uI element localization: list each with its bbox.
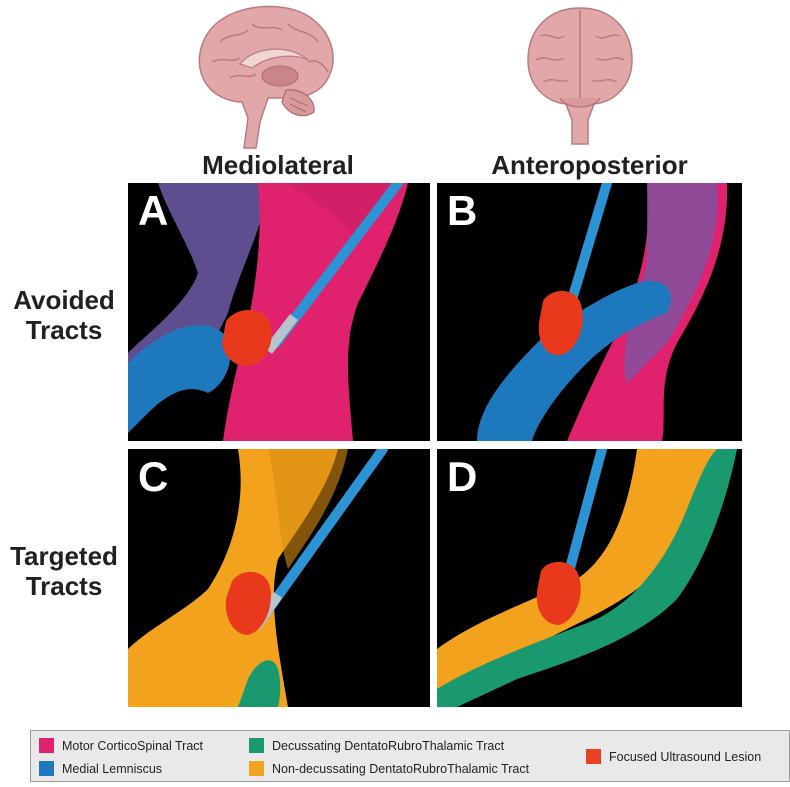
legend: Motor CorticoSpinal Tract Medial Lemnisc… [30,730,790,782]
panel-a: A [128,183,430,441]
panel-letter-a: A [138,187,169,234]
legend-label: Motor CorticoSpinal Tract [62,738,204,753]
legend-item-motor-corticospinal: Motor CorticoSpinal Tract [39,738,203,753]
panel-letter-d: D [447,453,478,500]
panel-b: B [437,183,742,441]
legend-label: Decussating DentatoRubroThalamic Tract [272,738,505,753]
legend-swatch-green [249,738,264,753]
row-label-avoided: Avoided Tracts [0,285,128,345]
row-label-avoided-line2: Tracts [25,315,103,345]
panel-letter-b: B [447,187,478,234]
row-label-targeted-line1: Targeted [10,541,118,571]
legend-swatch-pink [39,738,54,753]
legend-item-decussating-drt: Decussating DentatoRubroThalamic Tract [249,738,504,753]
legend-item-non-decussating-drt: Non-decussating DentatoRubroThalamic Tra… [249,761,529,776]
panel-letter-c: C [138,453,169,500]
column-header-mediolateral: Mediolateral [202,150,354,180]
row-label-targeted: Targeted Tracts [0,541,128,601]
row-label-avoided-line1: Avoided [13,285,115,315]
legend-label: Medial Lemniscus [62,761,163,776]
panel-d: D [437,449,742,707]
column-header-anteroposterior: Anteroposterior [491,150,688,180]
panel-c: C [128,449,430,707]
legend-swatch-red [586,749,601,764]
legend-label: Non-decussating DentatoRubroThalamic Tra… [272,761,530,776]
brain-sagittal-illustration [190,2,340,150]
row-label-targeted-line2: Tracts [25,571,103,601]
legend-swatch-orange [249,761,264,776]
brain-coronal-illustration [520,2,640,150]
legend-label: Focused Ultrasound Lesion [609,749,762,764]
legend-swatch-blue [39,761,54,776]
legend-item-medial-lemniscus: Medial Lemniscus [39,761,162,776]
legend-item-focused-ultrasound-lesion: Focused Ultrasound Lesion [586,749,761,764]
